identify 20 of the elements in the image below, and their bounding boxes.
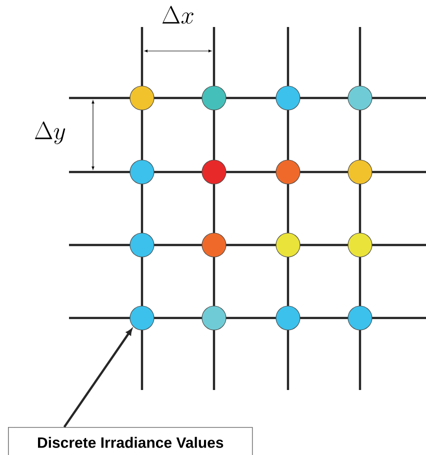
grid-point bbox=[276, 86, 300, 110]
grid-point bbox=[130, 232, 154, 258]
dimension-label: $\Delta y$ bbox=[34, 122, 66, 144]
leader-arrow bbox=[63, 328, 132, 428]
grid-point bbox=[130, 86, 154, 110]
grid-point bbox=[276, 306, 300, 330]
grid-point bbox=[348, 160, 372, 184]
grid-point bbox=[202, 232, 226, 258]
grid-point bbox=[130, 306, 154, 330]
grid-point bbox=[348, 232, 372, 258]
grid-point bbox=[276, 160, 300, 184]
grid-point bbox=[202, 306, 226, 330]
dimension-label: $\Delta x$ bbox=[162, 6, 194, 24]
grid-point bbox=[348, 306, 372, 330]
grid-point bbox=[202, 160, 226, 184]
grid-point bbox=[130, 160, 154, 184]
grid-point bbox=[202, 86, 226, 110]
grid-point bbox=[348, 86, 372, 110]
text-box: Discrete Irradiance Values bbox=[8, 427, 253, 455]
grid-point bbox=[276, 232, 300, 258]
